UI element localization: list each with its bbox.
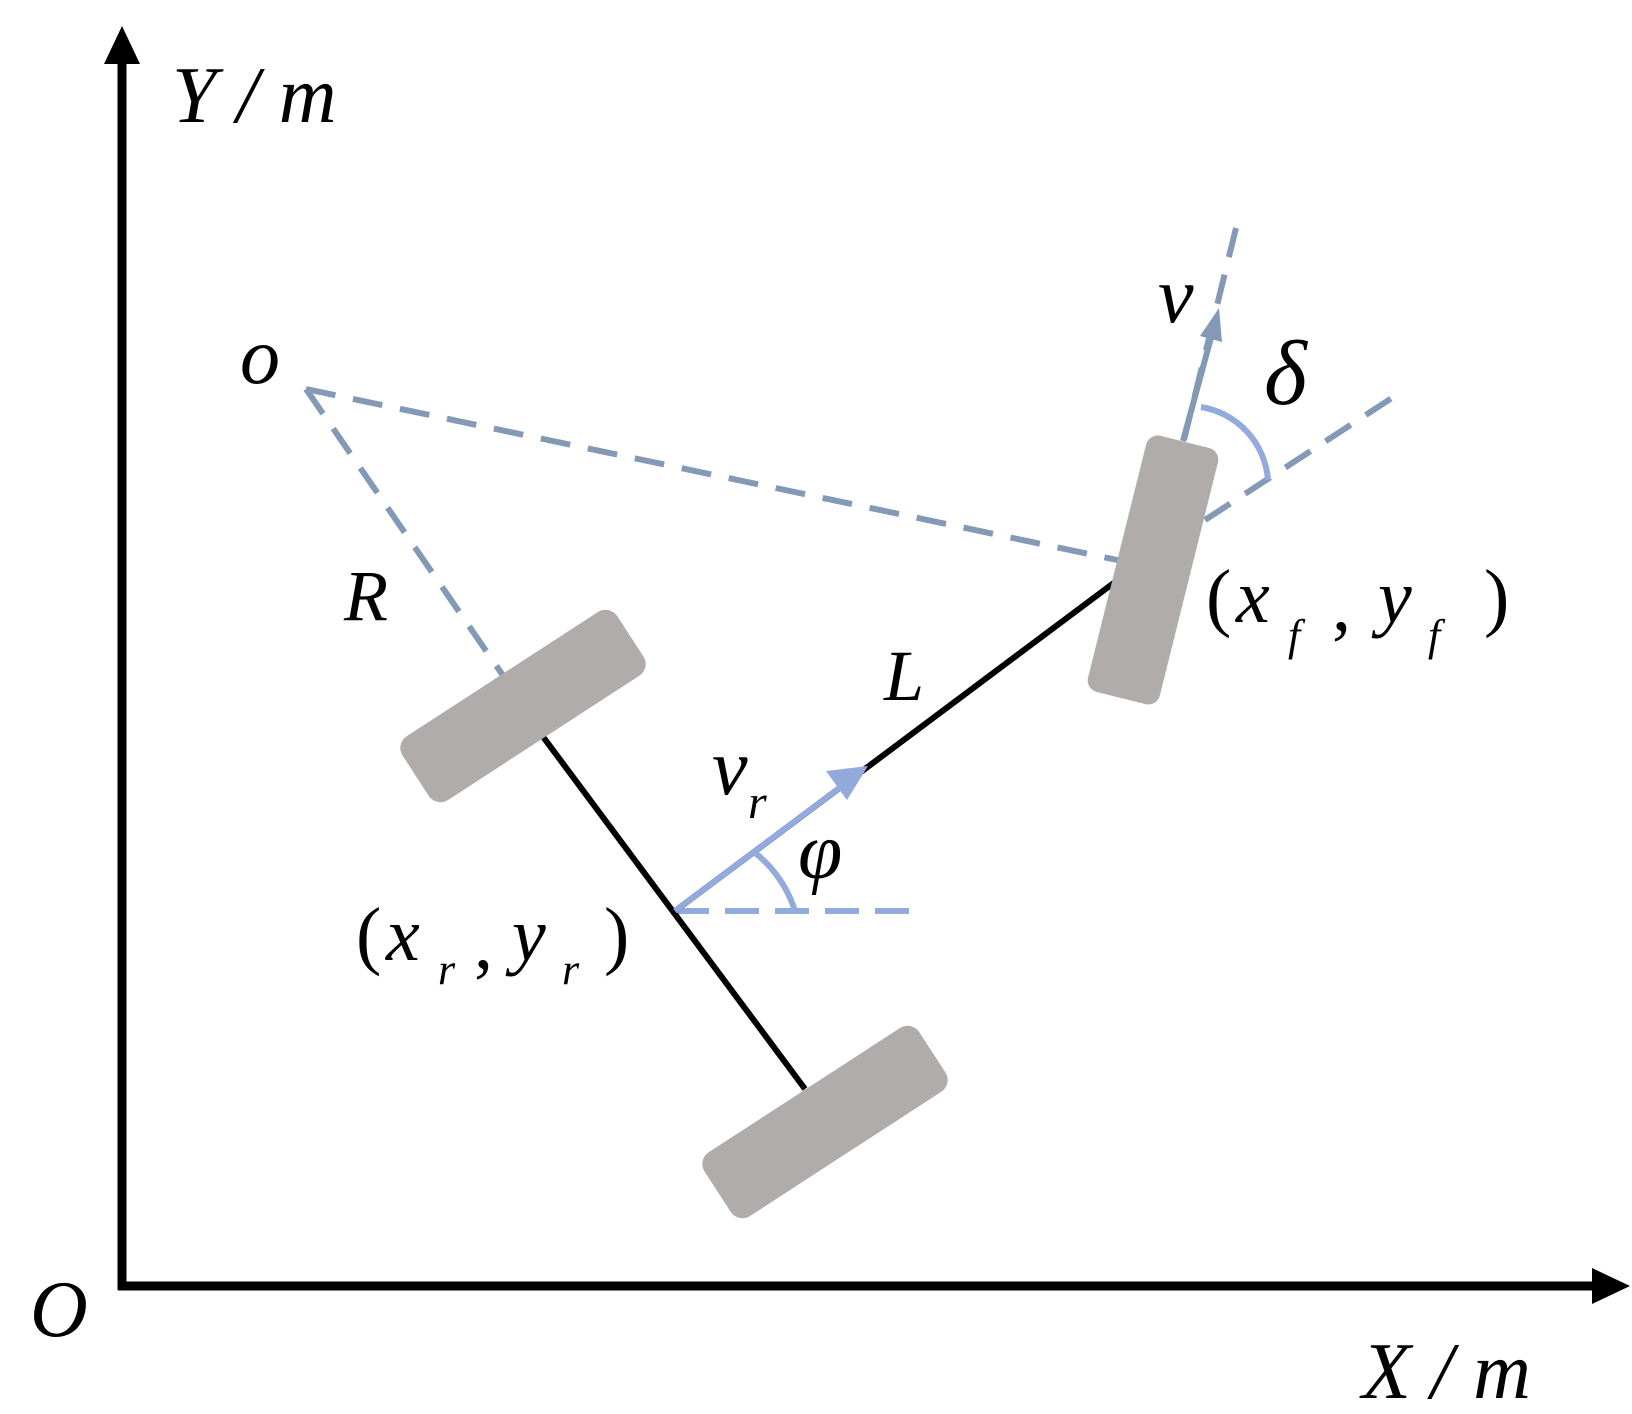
rear-right-wheel (702, 1025, 948, 1219)
rear-velocity-arrowhead (826, 766, 868, 800)
front-point-comma: , (1332, 563, 1351, 647)
y-axis-arrowhead (104, 26, 140, 64)
front-velocity-arrow (1180, 333, 1215, 442)
rear-velocity-arrow (673, 783, 844, 914)
wheelbase-label: L (883, 636, 924, 716)
rear-axle-line (535, 728, 808, 1091)
front-point-close-paren: ) (1484, 555, 1509, 639)
rear-point-y-subscript: r (562, 945, 580, 994)
front-velocity-arrowhead (1200, 308, 1222, 342)
front-velocity-label: v (1158, 252, 1194, 340)
rear-point-x-subscript: r (438, 945, 456, 994)
front-point-open-paren: ( (1206, 555, 1231, 639)
front-point-y-subscript: f (1428, 611, 1446, 660)
front-point-x: x (1235, 555, 1270, 639)
steering-angle-arc (1200, 404, 1271, 481)
radius-label: R (343, 556, 388, 636)
center-of-rotation-label: o (240, 313, 280, 401)
rear-point-open-paren: ( (356, 893, 381, 977)
heading-angle-arc (752, 849, 798, 912)
rear-point-y: y (505, 893, 546, 977)
dashed-line-radius-R (303, 387, 507, 679)
body-extension-dashed (1203, 387, 1406, 523)
front-point-x-subscript: f (1288, 611, 1306, 660)
steering-angle-label: δ (1264, 322, 1308, 424)
heading-angle-label: φ (798, 808, 842, 896)
rear-point-close-paren: ) (604, 893, 629, 977)
front-point-y: y (1371, 555, 1412, 639)
rear-left-wheel (400, 609, 646, 803)
origin-label: O (30, 1266, 88, 1354)
dashed-line-o-to-front (305, 386, 1123, 564)
rear-velocity-main: v (712, 724, 748, 812)
rear-point-x: x (385, 893, 420, 977)
x-axis-arrowhead (1592, 1268, 1630, 1304)
rear-velocity-subscript: r (748, 776, 767, 829)
rear-point-comma: , (474, 901, 493, 985)
x-axis-label: X / m (1359, 1328, 1531, 1414)
rear-velocity-label: v r (712, 724, 767, 829)
y-axis-label: Y / m (172, 52, 337, 140)
front-point-label: ( x f , y f ) (1206, 555, 1509, 660)
rear-point-label: ( x r , y r ) (356, 893, 629, 994)
front-wheel (1087, 435, 1219, 705)
